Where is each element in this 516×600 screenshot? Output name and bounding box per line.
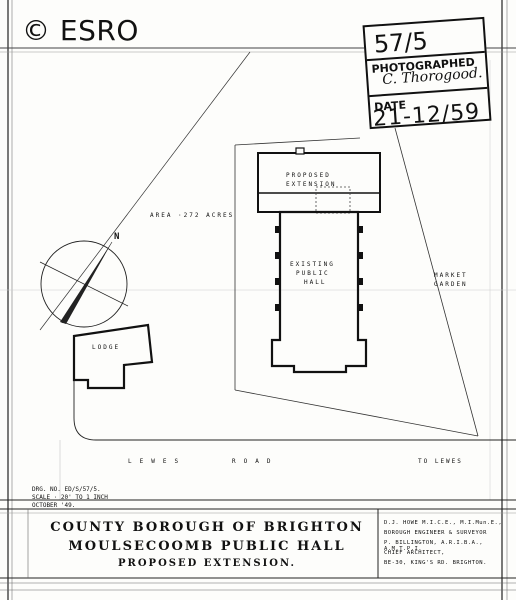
existing-hall-label-1: EXISTING	[290, 261, 335, 268]
diagonal-boundary-line	[39, 51, 251, 331]
hall-buttresses	[275, 226, 363, 311]
site-boundary-north	[234, 137, 361, 146]
existing-hall-outline	[270, 210, 368, 374]
north-arrow-shaft	[61, 241, 113, 324]
proposed-extension-label-1: PROPOSED	[286, 172, 331, 179]
copyright-notice: © ESRO	[22, 14, 139, 47]
market-garden-label-2: GARDEN	[434, 281, 468, 288]
proposed-extension-label-2: EXTENSION	[286, 181, 337, 188]
credit-line: P. BILLINGTON, A.R.I.B.A., A.M.T.P.I.	[384, 540, 484, 552]
lodge-outline	[72, 323, 154, 390]
stamp-box: 57/5 PHOTOGRAPHED C. Thorogood. DATE 21-…	[362, 16, 492, 132]
credit-line: BOROUGH ENGINEER & SURVEYOR	[384, 530, 487, 536]
lodge-label: LODGE	[92, 344, 121, 351]
drawing-scale: SCALE · 20' TO 1 INCH	[32, 494, 108, 501]
north-point-circle	[40, 240, 128, 328]
site-boundary-south	[234, 389, 479, 437]
credit-line: D.J. HOWE M.I.C.E., M.I.Mun.E.,	[384, 520, 503, 526]
title-line-3: PROPOSED EXTENSION.	[118, 558, 296, 569]
road-edge-north	[73, 380, 516, 441]
north-point-crossline	[39, 261, 129, 307]
site-area-label: AREA ·272 ACRES	[150, 212, 235, 219]
road-name-part-2: ROAD	[232, 458, 279, 465]
site-boundary-east	[394, 127, 479, 437]
title-line-1: COUNTY BOROUGH OF BRIGHTON	[50, 520, 364, 535]
drawing-date: OCTOBER '49.	[32, 502, 76, 509]
extension-chimney	[295, 147, 305, 155]
drawing-number: DRG. NO. ED/S/57/5.	[32, 486, 101, 493]
market-garden-label-1: MARKET	[434, 272, 468, 279]
existing-hall-label-3: HALL	[304, 279, 327, 286]
title-line-2: MOULSECOOMB PUBLIC HALL	[68, 539, 346, 554]
road-name-part-1: LEWES	[128, 458, 187, 465]
to-lewes-label: TO LEWES	[418, 458, 463, 465]
photograph-stamp: 57/5 PHOTOGRAPHED C. Thorogood. DATE 21-…	[362, 16, 492, 132]
credit-line: BE-30, KING'S RD. BRIGHTON.	[384, 560, 487, 566]
stamp-divider	[369, 86, 488, 98]
existing-hall-label-2: PUBLIC	[296, 270, 330, 277]
credit-line: CHIEF ARCHITECT,	[384, 550, 445, 556]
stamp-reference-number: 57/5	[372, 26, 429, 59]
north-letter: N	[114, 232, 122, 242]
extension-dashed-area	[315, 186, 351, 214]
